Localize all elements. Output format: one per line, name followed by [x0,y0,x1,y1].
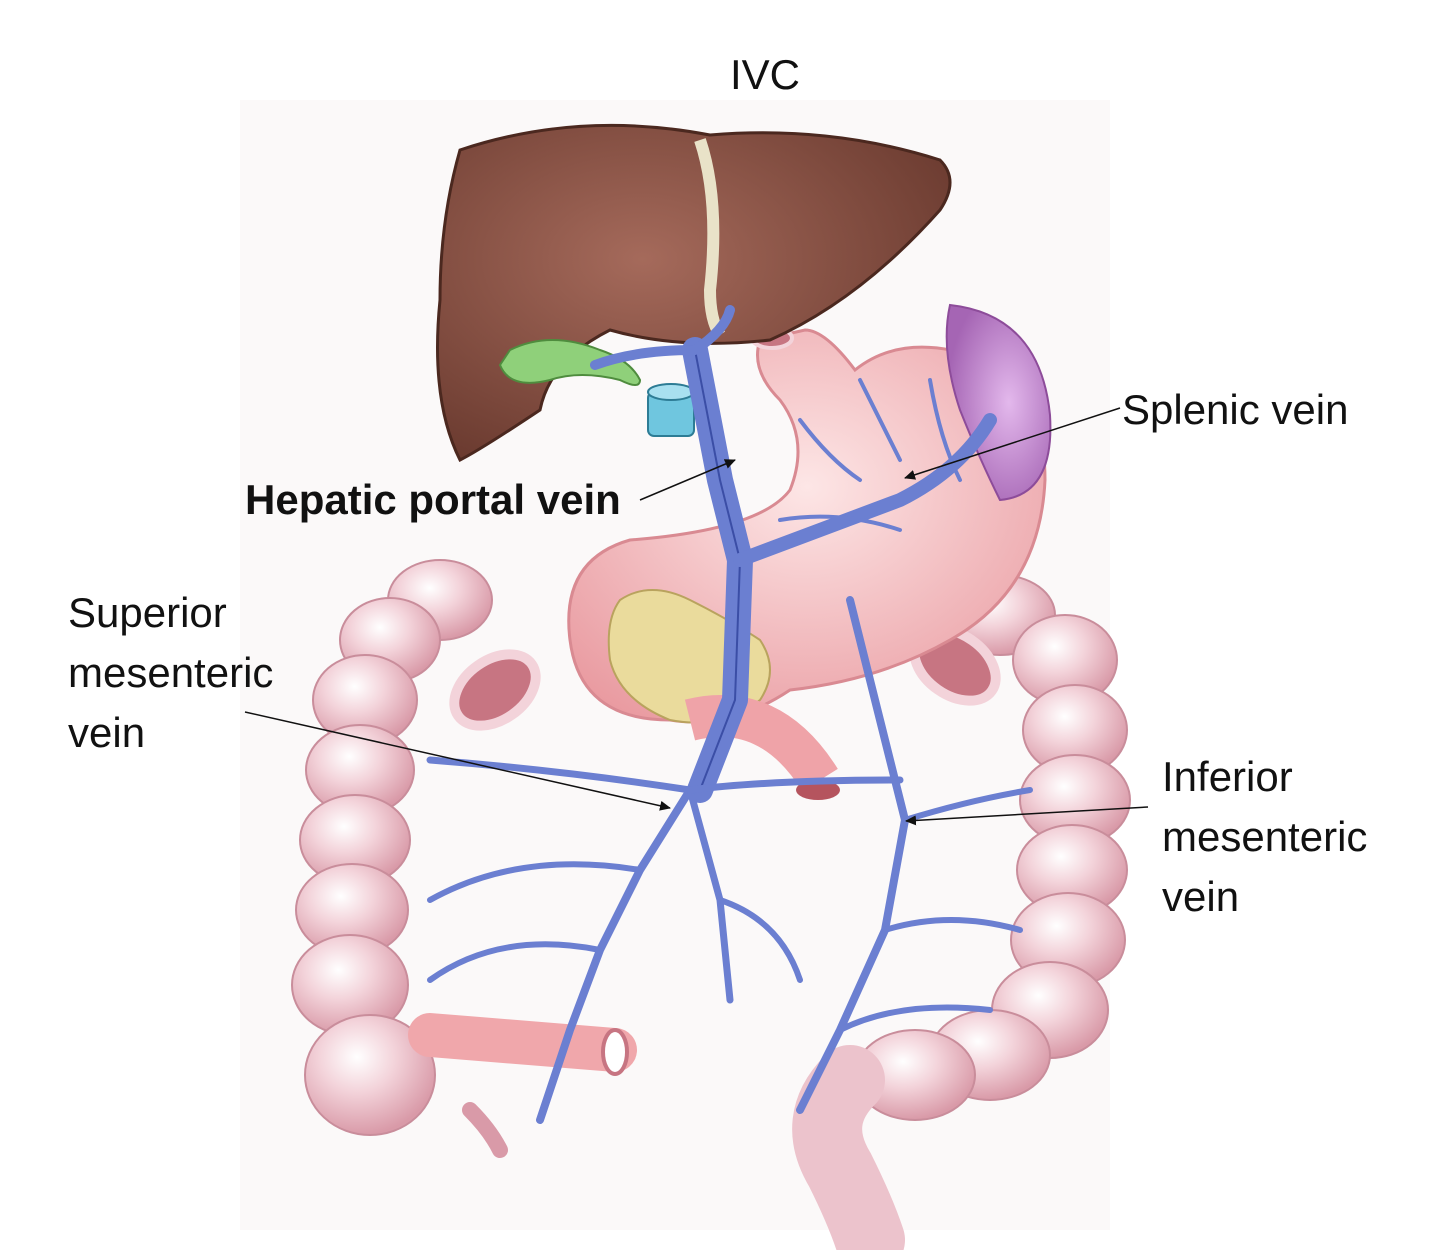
superior-mesenteric-vein-line-1: Superior [68,589,227,636]
ivc-label: IVC [730,51,801,98]
hepatic-portal-vein-pointer [639,459,736,501]
superior-mesenteric-vein-line-2: mesenteric [68,649,274,696]
annotation-lines [244,407,1149,826]
superior-mesenteric-vein-line-3: vein [68,709,146,756]
hepatic-portal-vein-label: Hepatic portal vein [245,476,621,523]
descending-colon [792,574,1131,1255]
ascending-colon [291,559,508,1158]
liver [436,123,952,463]
vein-network [426,305,1033,1124]
colon-opening-left [449,649,541,731]
splenic-vein-pointer [904,407,1121,480]
spleen [945,303,1052,502]
inferior-mesenteric-vein-line-3: vein [1162,873,1240,920]
superior-mesenteric-vein-pointer [244,711,671,811]
duodenum [684,695,838,792]
ivc-stub [647,383,695,437]
inferior-mesenteric-vein-line-1: Inferior [1162,753,1293,800]
superior-mesenteric-vein-label: Superior mesenteric vein [68,583,273,763]
gallbladder [498,339,642,386]
inferior-mesenteric-vein-line-2: mesenteric [1162,813,1368,860]
inferior-mesenteric-vein-pointer [905,806,1149,826]
duodenum-opening [796,780,840,800]
splenic-vein-label: Splenic vein [1122,386,1349,433]
inferior-mesenteric-vein-label: Inferior mesenteric vein [1162,747,1367,927]
ileum [408,1013,637,1076]
